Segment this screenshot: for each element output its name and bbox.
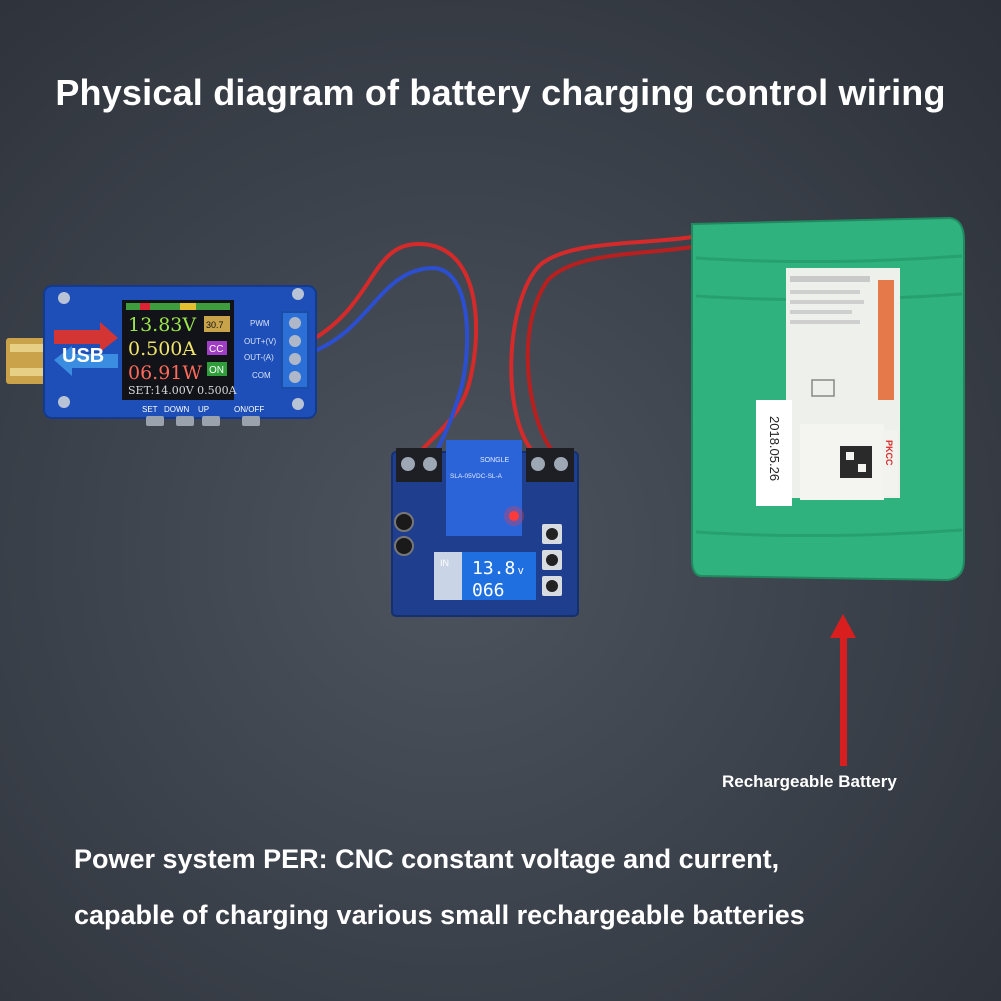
capacitor [394, 512, 414, 532]
date-sticker [756, 400, 792, 506]
button-label-set: SET [142, 405, 158, 414]
lcd-voltage: 13.8 [472, 558, 515, 579]
lcd-temperature: 30.7 [206, 320, 224, 330]
button-label-up: UP [198, 405, 209, 414]
caption-line-2: capable of charging various small rechar… [74, 900, 805, 930]
terminal-label-out-a: OUT-(A) [244, 353, 274, 362]
button-label-on-off: ON/OFF [234, 405, 264, 414]
wire-red-output-2 [525, 245, 693, 457]
button-label-down: DOWN [164, 405, 190, 414]
relay-brand: SONGLE [480, 457, 510, 464]
usb-plug [6, 338, 54, 384]
relay [446, 440, 522, 536]
status-led [509, 511, 519, 521]
lcd-current-readout: 0.500A [128, 338, 196, 360]
lcd-state-badge: ON [209, 365, 224, 376]
lcd-mode-badge: CC [209, 344, 223, 355]
arrow-logo-icon [54, 322, 118, 352]
usb-power-module: USB 13.83V 0.500A 06.91W 30.7 CC ON SET:… [43, 285, 317, 426]
lcd-setpoint: SET:14.00V 0.500A [128, 384, 238, 397]
terminal-label-pwm: PWM [250, 319, 270, 328]
lcd-voltage-readout: 13.83V [128, 314, 196, 336]
terminal-label-com: COM [252, 371, 271, 380]
on-off-button [242, 416, 260, 426]
battery-brand: PKCC [884, 440, 894, 466]
wire-red-output [509, 235, 693, 457]
battery-pack: 2018.05.26 PKCC [691, 216, 965, 582]
lcd-power-readout: 06.91W [128, 362, 202, 384]
lcd-unit: v [518, 565, 524, 577]
lcd-in-label: IN [440, 558, 449, 568]
lcd-second-value: 066 [472, 580, 505, 601]
down-button [176, 416, 194, 426]
wire-blue-input [311, 265, 470, 461]
set-button [146, 416, 164, 426]
battery-caption: Rechargeable Battery [722, 772, 897, 791]
relay-model: SLA-05VDC-SL-A [450, 473, 503, 480]
arrow-up-icon [830, 614, 856, 766]
usb-logo-text: USB [62, 345, 104, 367]
caption-line-1: Power system PER: CNC constant voltage a… [74, 844, 780, 874]
charge-controller-board: SONGLE SLA-05VDC-SL-A IN 13.8 v 066 [391, 440, 579, 617]
page-title: Physical diagram of battery charging con… [55, 72, 946, 113]
battery-date-stamp: 2018.05.26 [767, 416, 782, 481]
terminal-label-out-v: OUT+(V) [244, 337, 277, 346]
up-button [202, 416, 220, 426]
